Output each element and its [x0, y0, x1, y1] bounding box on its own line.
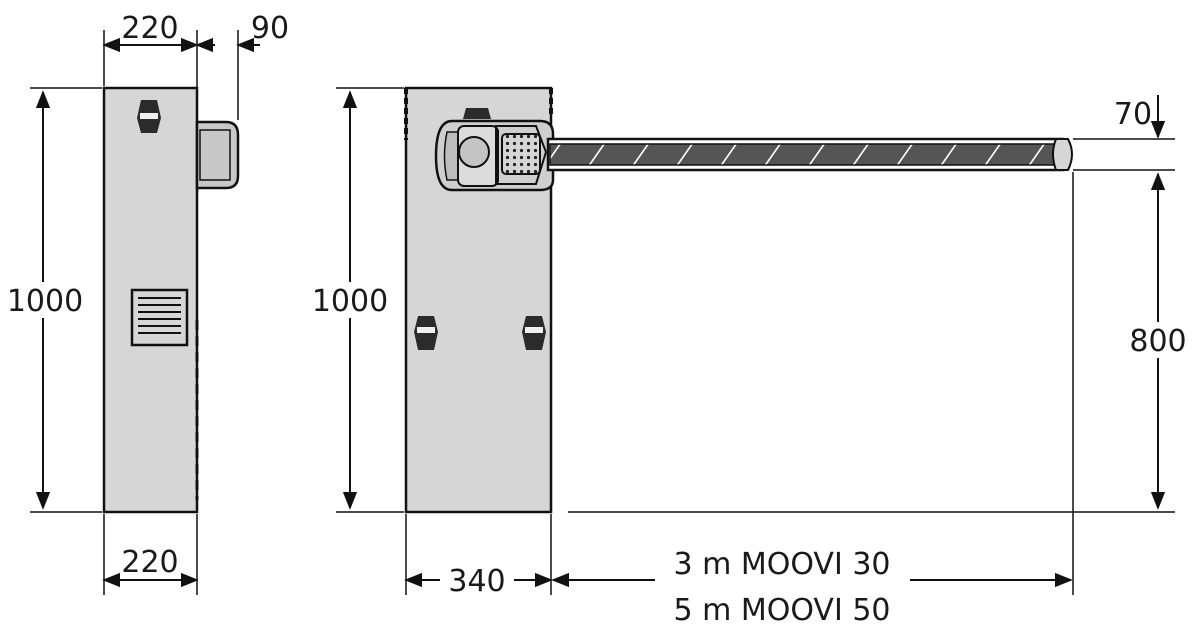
side-view: 220 90 1000 220 — [7, 11, 289, 595]
front-view: 1000 340 3 m MOOVI 30 5 m MOOVI 50 70 80… — [312, 86, 1191, 628]
barrier-arm — [546, 137, 1073, 172]
pivot-vent — [501, 133, 541, 175]
label-arm-height: 800 — [1129, 324, 1186, 359]
label-left-top-width: 220 — [121, 11, 178, 46]
label-left-height: 1000 — [7, 284, 83, 319]
label-arm-length-1: 3 m MOOVI 30 — [673, 547, 890, 582]
side-motor-cap — [195, 120, 240, 190]
label-left-bottom-width: 220 — [121, 545, 178, 580]
label-arm-length-2: 5 m MOOVI 50 — [673, 593, 890, 628]
label-right-height: 1000 — [312, 284, 388, 319]
pivot-hub — [458, 136, 490, 168]
side-grille — [130, 288, 189, 347]
arm-end-cap — [1052, 138, 1073, 171]
label-arm-thickness: 70 — [1114, 97, 1152, 132]
label-base-width: 340 — [448, 564, 505, 599]
label-left-protrusion: 90 — [251, 11, 289, 46]
